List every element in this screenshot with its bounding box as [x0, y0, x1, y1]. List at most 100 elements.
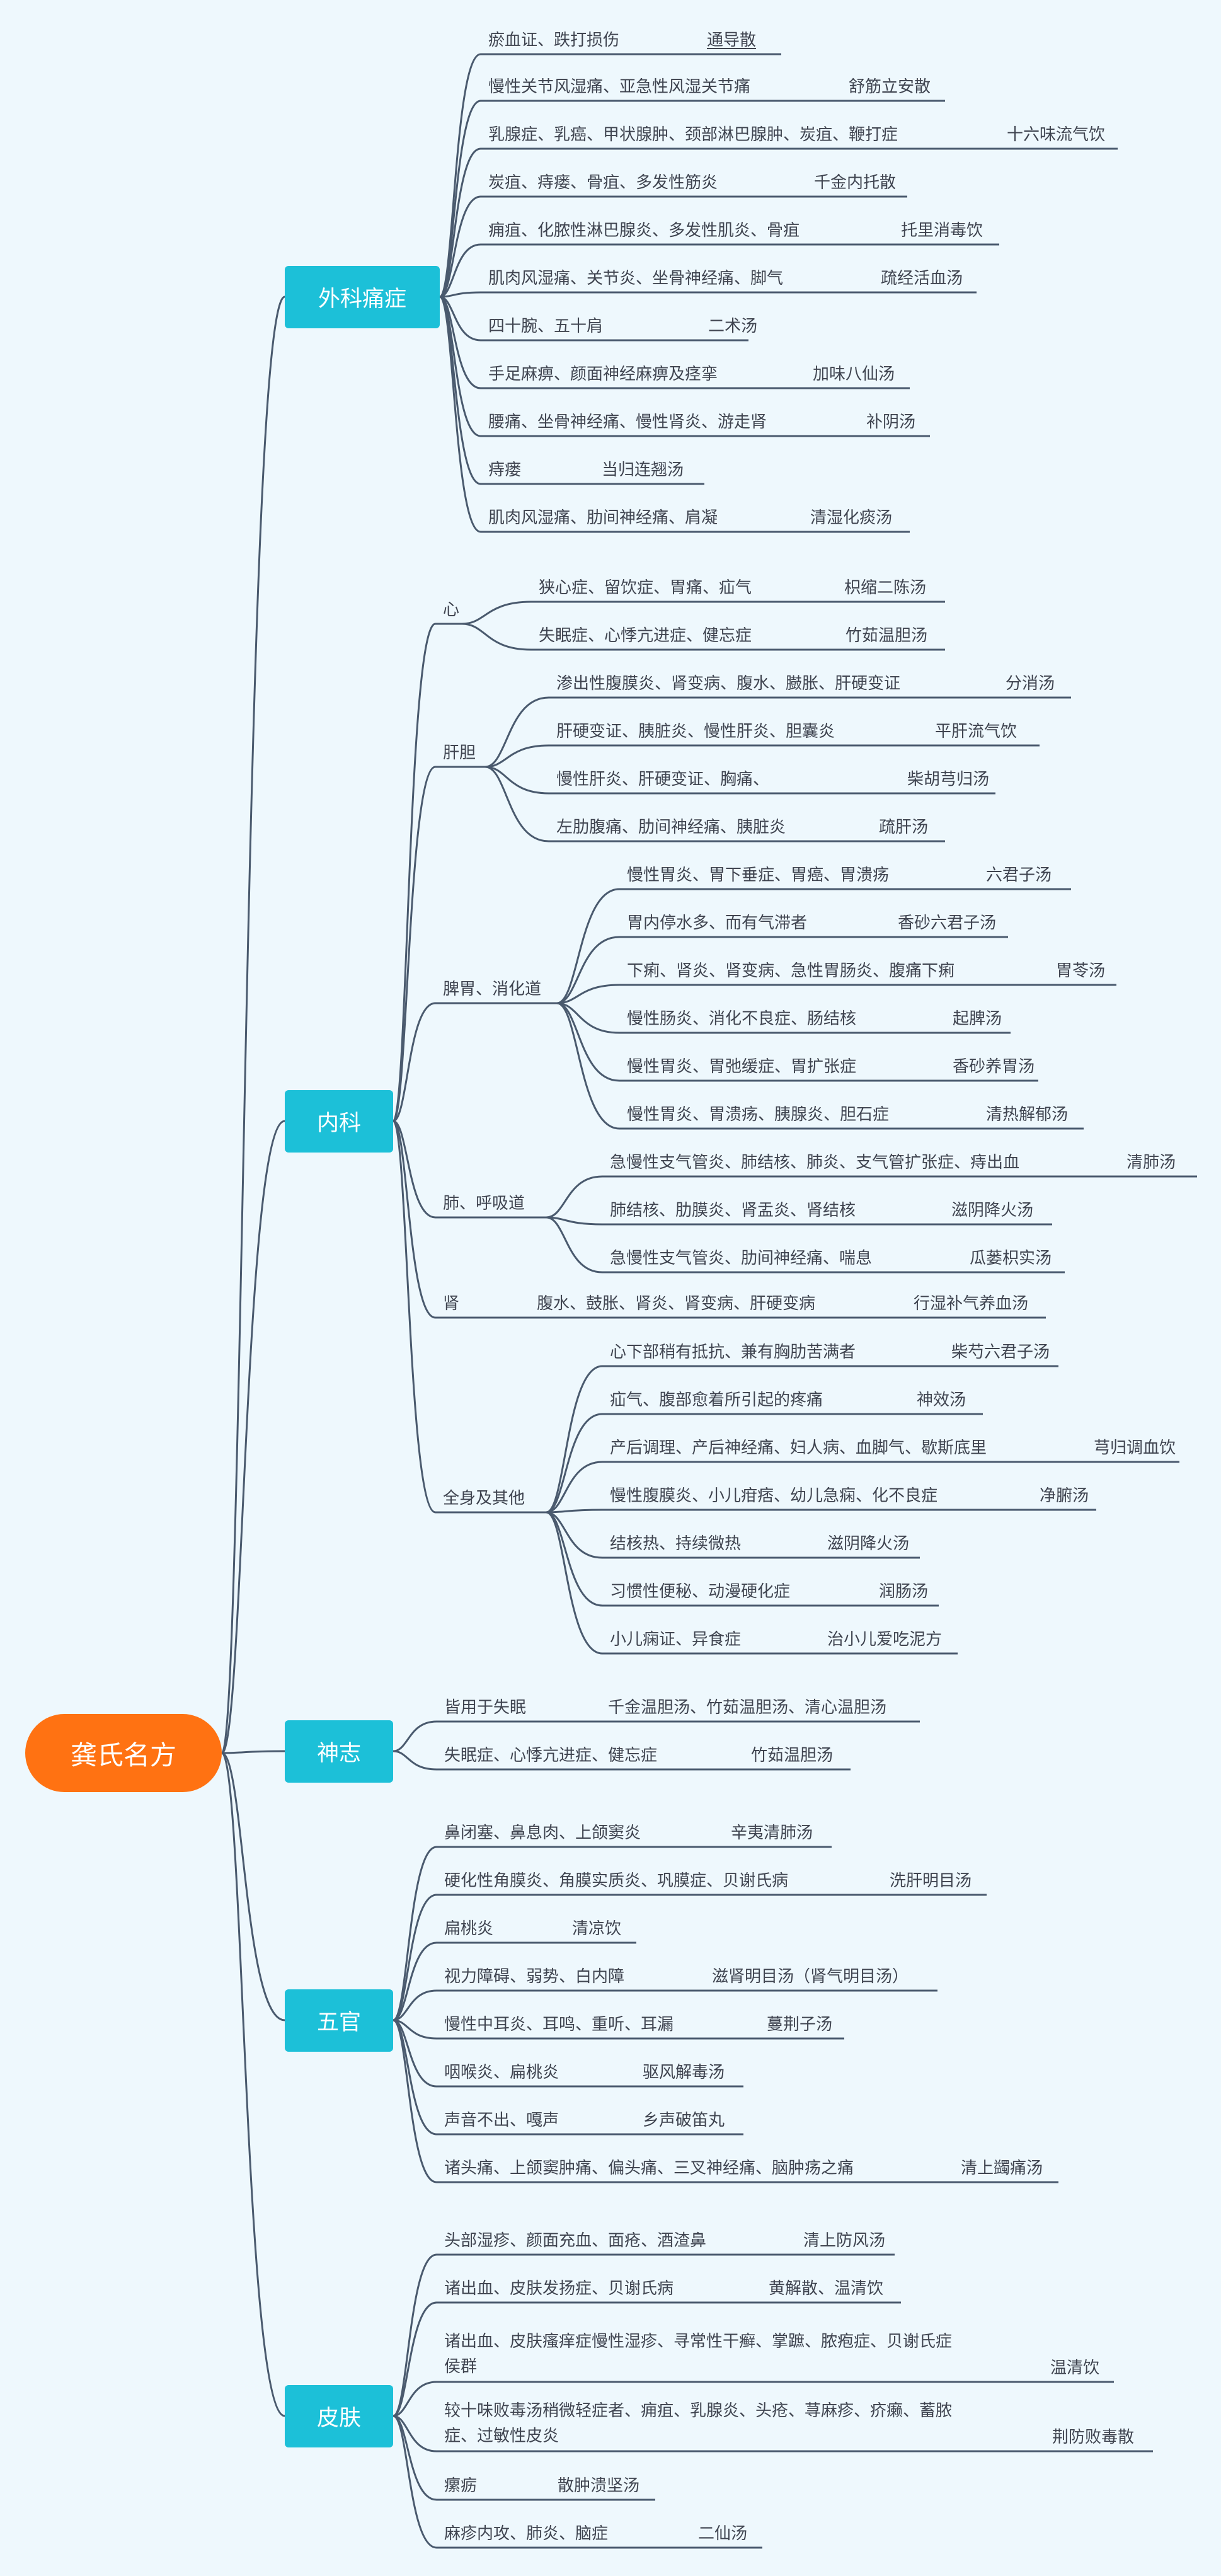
waike-item-4-remedy[interactable]: 托里消毒饮	[901, 221, 983, 240]
neike-2-item-5-text[interactable]: 慢性胃炎、胃溃疡、胰腺炎、胆石症	[627, 1105, 890, 1124]
waike-item-7-remedy[interactable]: 加味八仙汤	[813, 365, 895, 384]
waike-item-8-text[interactable]: 腰痛、坐骨神经痛、慢性肾炎、游走肾	[488, 413, 767, 432]
category-pifu[interactable]: 皮肤	[285, 2385, 393, 2447]
neike-2-item-2-remedy[interactable]: 胃苓汤	[1056, 962, 1106, 980]
category-neike[interactable]: 内科	[285, 1090, 393, 1153]
pifu-item-1-text[interactable]: 诸出血、皮肤发扬症、贝谢氏病	[444, 2279, 674, 2298]
neike-1-item-2-remedy[interactable]: 柴胡芎归汤	[907, 770, 990, 789]
wuguan-item-6-text[interactable]: 声音不出、嘎声	[444, 2111, 559, 2130]
neike-3-item-0-text[interactable]: 急慢性支气管炎、肺结核、肺炎、支气管扩张症、痔出血	[610, 1153, 1020, 1172]
pifu-item-5-remedy[interactable]: 二仙汤	[698, 2524, 748, 2543]
wuguan-item-3-remedy[interactable]: 滋肾明目汤（肾气明目汤）	[712, 1967, 909, 1986]
neike-0-item-1-remedy[interactable]: 竹茹温胆汤	[846, 626, 928, 645]
neike-0-item-0-remedy[interactable]: 枳缩二陈汤	[844, 578, 927, 597]
neike-2-item-1-remedy[interactable]: 香砂六君子汤	[898, 914, 997, 933]
wuguan-item-5-text[interactable]: 咽喉炎、扁桃炎	[444, 2063, 559, 2082]
waike-item-0-text[interactable]: 瘀血证、跌打损伤	[488, 31, 620, 50]
category-waike[interactable]: 外科痛症	[285, 266, 440, 328]
pifu-item-5-text[interactable]: 麻疹内攻、肺炎、脑症	[444, 2524, 609, 2543]
neike-sub-2-label[interactable]: 脾胃、消化道	[443, 980, 542, 999]
neike-1-item-1-text[interactable]: 肝硬变证、胰脏炎、慢性肝炎、胆囊炎	[556, 722, 835, 741]
neike-5-item-2-remedy[interactable]: 芎归调血饮	[1094, 1439, 1176, 1458]
neike-1-item-3-text[interactable]: 左肋腹痛、肋间神经痛、胰脏炎	[556, 818, 786, 837]
wuguan-item-2-text[interactable]: 扁桃炎	[444, 1919, 494, 1938]
neike-sub-3-label[interactable]: 肺、呼吸道	[443, 1194, 525, 1213]
neike-0-item-0-text[interactable]: 狭心症、留饮症、胃痛、疝气	[539, 578, 752, 597]
shenzhi-item-1-remedy[interactable]: 竹茹温胆汤	[751, 1746, 834, 1765]
waike-item-10-text[interactable]: 肌肉风湿痛、肋间神经痛、肩凝	[488, 509, 718, 527]
wuguan-item-0-text[interactable]: 鼻闭塞、鼻息肉、上颌窦炎	[444, 1824, 641, 1843]
wuguan-item-1-remedy[interactable]: 洗肝明目汤	[890, 1872, 972, 1890]
wuguan-item-5-remedy[interactable]: 驱风解毒汤	[643, 2063, 725, 2082]
neike-3-item-2-text[interactable]: 急慢性支气管炎、肋间神经痛、喘息	[610, 1249, 873, 1268]
neike-2-item-0-remedy[interactable]: 六君子汤	[986, 866, 1052, 885]
neike-1-item-1-remedy[interactable]: 平肝流气饮	[935, 722, 1017, 741]
neike-5-item-4-remedy[interactable]: 滋阴降火汤	[827, 1534, 910, 1553]
waike-item-6-text[interactable]: 四十腕、五十肩	[488, 317, 604, 336]
neike-0-item-1-text[interactable]: 失眠症、心悸亢进症、健忘症	[539, 626, 752, 645]
waike-item-8-remedy[interactable]: 补阴汤	[866, 413, 916, 432]
shenzhi-item-0-remedy[interactable]: 千金温胆汤、竹茹温胆汤、清心温胆汤	[608, 1698, 887, 1717]
waike-item-4-text[interactable]: 痈疽、化脓性淋巴腺炎、多发性肌炎、骨疽	[488, 221, 800, 240]
waike-item-10-remedy[interactable]: 清湿化痰汤	[810, 509, 893, 527]
neike-2-item-2-text[interactable]: 下痢、肾炎、肾变病、急性胃肠炎、腹痛下痢	[627, 962, 955, 980]
waike-item-1-text[interactable]: 慢性关节风湿痛、亚急性风湿关节痛	[488, 78, 751, 96]
waike-item-7-text[interactable]: 手足麻痹、颜面神经麻痹及痉挛	[488, 365, 718, 384]
pifu-item-1-remedy[interactable]: 黄解散、温清饮	[769, 2279, 884, 2298]
neike-5-item-5-text[interactable]: 习惯性便秘、动漫硬化症	[610, 1582, 791, 1601]
wuguan-item-1-text[interactable]: 硬化性角膜炎、角膜实质炎、巩膜症、贝谢氏病	[444, 1872, 789, 1890]
pifu-item-0-text[interactable]: 头部湿疹、颜面充血、面疮、酒渣鼻	[444, 2231, 707, 2250]
neike-5-item-5-remedy[interactable]: 润肠汤	[879, 1582, 929, 1601]
neike-5-item-2-text[interactable]: 产后调理、产后神经痛、妇人病、血脚气、歇斯底里	[610, 1439, 987, 1458]
neike-3-item-2-remedy[interactable]: 瓜蒌枳实汤	[970, 1249, 1052, 1268]
neike-sub-5-label[interactable]: 全身及其他	[443, 1489, 525, 1508]
neike-2-item-1-text[interactable]: 胃内停水多、而有气滞者	[627, 914, 808, 933]
neike-5-item-1-remedy[interactable]: 神效汤	[917, 1391, 966, 1410]
neike-5-item-0-text[interactable]: 心下部稍有抵抗、兼有胸肋苦满者	[610, 1343, 856, 1362]
pifu-item-3-text[interactable]: 较十味败毒汤稍微轻症者、痈疽、乳腺炎、头疮、荨麻疹、疥癞、蓄脓症、过敏性皮炎	[444, 2401, 953, 2446]
neike-4-item-0-remedy[interactable]: 行湿补气养血汤	[914, 1294, 1029, 1313]
neike-sub-1-label[interactable]: 肝胆	[443, 744, 476, 762]
waike-item-5-text[interactable]: 肌肉风湿痛、关节炎、坐骨神经痛、脚气	[488, 269, 784, 288]
wuguan-item-4-text[interactable]: 慢性中耳炎、耳鸣、重听、耳漏	[444, 2015, 674, 2034]
pifu-item-0-remedy[interactable]: 清上防风汤	[803, 2231, 886, 2250]
neike-4-item-0-text[interactable]: 腹水、鼓胀、肾炎、肾变病、肝硬变病	[537, 1294, 816, 1313]
pifu-item-2-text[interactable]: 诸出血、皮肤瘙痒症慢性湿疹、寻常性干癣、掌蹠、脓疱症、贝谢氏症侯群	[444, 2332, 953, 2376]
wuguan-item-7-remedy[interactable]: 清上蠲痛汤	[961, 2159, 1043, 2178]
neike-2-item-3-remedy[interactable]: 起脾汤	[953, 1009, 1002, 1028]
root-node[interactable]: 龚氏名方	[25, 1714, 222, 1792]
waike-item-9-remedy[interactable]: 当归连翘汤	[602, 461, 684, 480]
wuguan-item-4-remedy[interactable]: 蔓荆子汤	[767, 2015, 833, 2034]
wuguan-item-6-remedy[interactable]: 乡声破笛丸	[643, 2111, 725, 2130]
neike-5-item-3-remedy[interactable]: 净腑汤	[1040, 1486, 1089, 1505]
neike-5-item-4-text[interactable]: 结核热、持续微热	[610, 1534, 742, 1553]
neike-1-item-3-remedy[interactable]: 疏肝汤	[879, 818, 929, 837]
neike-3-item-1-remedy[interactable]: 滋阴降火汤	[951, 1201, 1034, 1220]
wuguan-item-3-text[interactable]: 视力障碍、弱势、白内障	[444, 1967, 625, 1986]
shenzhi-item-1-text[interactable]: 失眠症、心悸亢进症、健忘症	[444, 1746, 658, 1765]
pifu-item-4-text[interactable]: 瘰疬	[444, 2476, 478, 2495]
neike-2-item-4-text[interactable]: 慢性胃炎、胃弛缓症、胃扩张症	[627, 1057, 857, 1076]
waike-item-3-text[interactable]: 炭疽、痔瘘、骨疽、多发性筋炎	[488, 173, 718, 192]
neike-1-item-0-text[interactable]: 渗出性腹膜炎、肾变病、腹水、臌胀、肝硬变证	[556, 674, 901, 693]
waike-item-5-remedy[interactable]: 疏经活血汤	[881, 269, 963, 288]
pifu-item-3-remedy[interactable]: 荆防败毒散	[1052, 2428, 1135, 2447]
neike-sub-0-label[interactable]: 心	[443, 601, 460, 619]
neike-3-item-0-remedy[interactable]: 清肺汤	[1126, 1153, 1176, 1172]
waike-item-9-text[interactable]: 痔瘘	[488, 461, 522, 480]
wuguan-item-7-text[interactable]: 诸头痛、上颌窦肿痛、偏头痛、三叉神经痛、脑肿疡之痛	[444, 2159, 854, 2178]
neike-5-item-6-remedy[interactable]: 治小儿爱吃泥方	[827, 1630, 943, 1649]
neike-2-item-3-text[interactable]: 慢性肠炎、消化不良症、肠结核	[627, 1009, 857, 1028]
neike-5-item-0-remedy[interactable]: 柴芍六君子汤	[951, 1343, 1050, 1362]
neike-3-item-1-text[interactable]: 肺结核、肋膜炎、肾盂炎、肾结核	[610, 1201, 856, 1220]
neike-1-item-0-remedy[interactable]: 分消汤	[1006, 674, 1055, 693]
category-shenzhi[interactable]: 神志	[285, 1720, 393, 1783]
neike-5-item-3-text[interactable]: 慢性腹膜炎、小儿疳痞、幼儿急痫、化不良症	[610, 1486, 938, 1505]
pifu-item-2-remedy[interactable]: 温清饮	[1050, 2359, 1100, 2378]
neike-5-item-6-text[interactable]: 小儿痫证、异食症	[610, 1630, 742, 1649]
category-wuguan[interactable]: 五官	[285, 1989, 393, 2052]
wuguan-item-0-remedy[interactable]: 辛夷清肺汤	[731, 1824, 813, 1843]
pifu-item-4-remedy[interactable]: 散肿溃坚汤	[558, 2476, 640, 2495]
neike-1-item-2-text[interactable]: 慢性肝炎、肝硬变证、胸痛、	[556, 770, 770, 789]
neike-2-item-4-remedy[interactable]: 香砂养胃汤	[953, 1057, 1035, 1076]
